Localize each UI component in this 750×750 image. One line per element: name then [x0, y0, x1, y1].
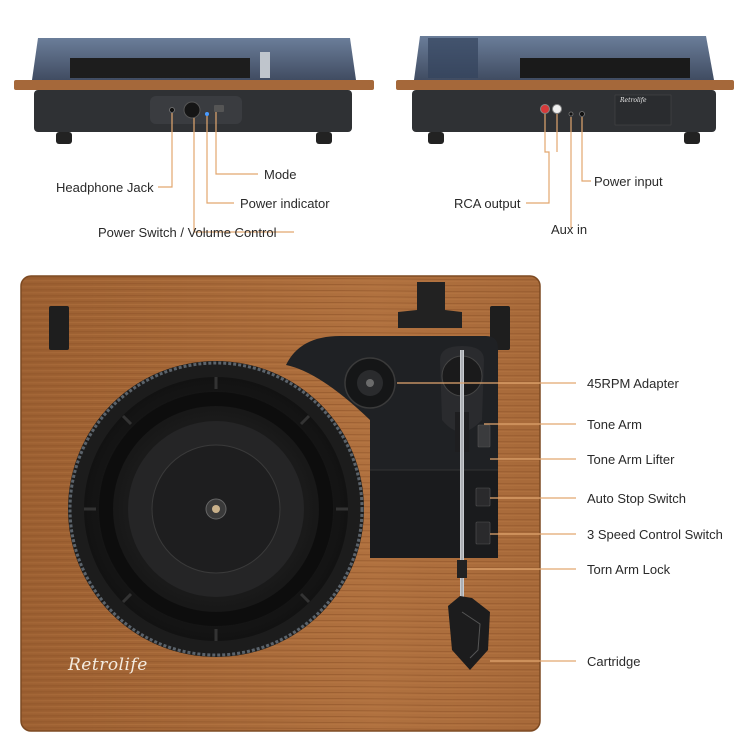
cartridge [448, 596, 490, 670]
platter-edge [70, 58, 250, 78]
tonearm-lifter[interactable] [477, 424, 491, 448]
wood-band-back [396, 80, 734, 90]
label-tone-arm: Tone Arm [587, 417, 642, 432]
label-cartridge: Cartridge [587, 654, 641, 669]
label-tone-arm-lifter: Tone Arm Lifter [587, 452, 675, 467]
power-indicator-led [205, 112, 209, 116]
label-45rpm-adapter: 45RPM Adapter [587, 376, 679, 391]
front-leader-lines [158, 112, 294, 233]
label-power-indicator: Power indicator [240, 196, 330, 211]
hinge-left [49, 306, 69, 350]
mode-button[interactable] [214, 105, 224, 112]
label-aux-in: Aux in [551, 222, 588, 237]
back-brand-badge: Retrolife [620, 97, 647, 104]
wood-band [14, 80, 374, 90]
label-torn-arm-lock: Torn Arm Lock [587, 562, 671, 577]
lid-hinge-top [398, 282, 462, 328]
volume-knob[interactable] [183, 101, 201, 119]
top-leader-lines [397, 382, 576, 662]
label-power-input: Power input [594, 174, 663, 189]
label-speed-control-switch: 3 Speed Control Switch [587, 527, 723, 542]
front-view-turntable [14, 38, 374, 144]
rca-white[interactable] [552, 104, 562, 114]
tonearm-lock[interactable] [457, 560, 467, 578]
power-jack[interactable] [579, 111, 585, 117]
hinge [260, 52, 270, 78]
top-view-turntable [20, 275, 541, 732]
spec-label [614, 94, 672, 126]
back-view-turntable [396, 36, 734, 144]
speed-control-switch[interactable] [475, 521, 491, 545]
aux-jack[interactable] [568, 111, 574, 117]
back-leader-lines [526, 114, 591, 228]
auto-stop-switch[interactable] [475, 487, 491, 507]
label-power-switch-volume: Power Switch / Volume Control [98, 225, 277, 240]
rca-red[interactable] [540, 104, 550, 114]
brand-logo-text: Retrolife [68, 655, 148, 675]
label-rca-output: RCA output [454, 196, 521, 211]
label-auto-stop-switch: Auto Stop Switch [587, 491, 686, 506]
label-headphone-jack: Headphone Jack [56, 180, 154, 195]
headphone-jack[interactable] [169, 107, 175, 113]
label-mode: Mode [264, 167, 297, 182]
